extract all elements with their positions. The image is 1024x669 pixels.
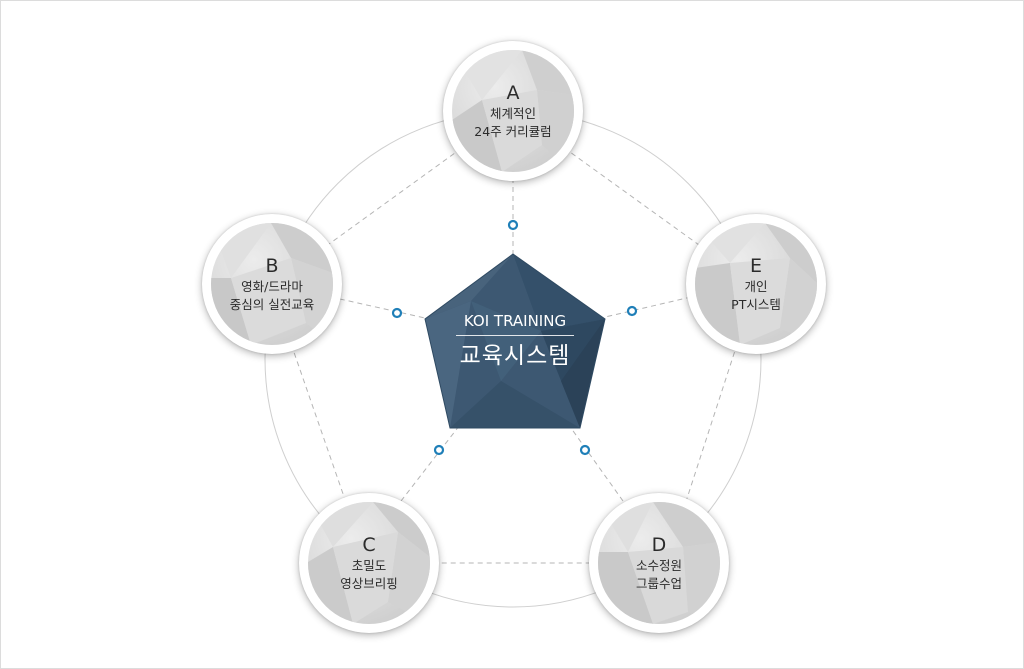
center-pentagon [424,253,606,429]
center-label: KOI TRAINING 교육시스템 [420,311,610,370]
connector-dot-b [391,307,403,319]
node-d-line1: 소수정원 [635,557,682,573]
node-b-line2: 중심의 실전교육 [229,296,315,312]
node-a-text: A 체계적인 24주 커리큘럼 [452,50,574,172]
node-e-line2: PT시스템 [731,296,781,312]
node-c-letter: C [362,533,376,556]
node-e-text: E 개인 PT시스템 [695,223,817,345]
node-b-letter: B [265,254,279,277]
node-d-line2: 그룹수업 [635,575,682,591]
node-b: B 영화/드라마 중심의 실전교육 [202,214,342,354]
node-a-line1: 체계적인 [489,105,536,121]
node-c-face: C 초밀도 영상브리핑 [308,502,430,624]
node-c-texture [308,502,430,624]
node-e-texture [695,223,817,345]
node-e-line1: 개인 [744,278,768,294]
center-divider [456,335,574,336]
spoke-c [400,420,464,502]
node-c-line2: 영상브리핑 [340,575,398,591]
node-c: C 초밀도 영상브리핑 [299,493,439,633]
node-e-face: E 개인 PT시스템 [695,223,817,345]
node-c-text: C 초밀도 영상브리핑 [308,502,430,624]
node-a-line2: 24주 커리큘럼 [474,123,552,139]
node-b-text: B 영화/드라마 중심의 실전교육 [211,223,333,345]
spoke-d [565,420,624,502]
node-b-line1: 영화/드라마 [241,278,303,294]
node-d: D 소수정원 그룹수업 [589,493,729,633]
node-b-texture [211,223,333,345]
connector-dot-d [579,444,591,456]
node-d-text: D 소수정원 그룹수업 [598,502,720,624]
outer-pentagon-dashed [270,110,757,564]
node-b-face: B 영화/드라마 중심의 실전교육 [211,223,333,345]
center-subtitle: KOI TRAINING [463,312,567,330]
node-c-line1: 초밀도 [351,557,387,573]
node-a-letter: A [506,81,520,104]
node-e: E 개인 PT시스템 [686,214,826,354]
node-a-face: A 체계적인 24주 커리큘럼 [452,50,574,172]
center-title: 교육시스템 [459,343,571,369]
node-d-texture [598,502,720,624]
connector-dot-c [433,444,445,456]
node-d-letter: D [651,533,667,556]
spoke-b [330,296,426,319]
node-d-face: D 소수정원 그룹수업 [598,502,720,624]
node-a: A 체계적인 24주 커리큘럼 [443,41,583,181]
node-a-texture [452,50,574,172]
connector-dot-a [507,219,519,231]
spoke-e [600,296,692,319]
connector-dot-e [626,305,638,317]
node-e-letter: E [749,254,762,277]
